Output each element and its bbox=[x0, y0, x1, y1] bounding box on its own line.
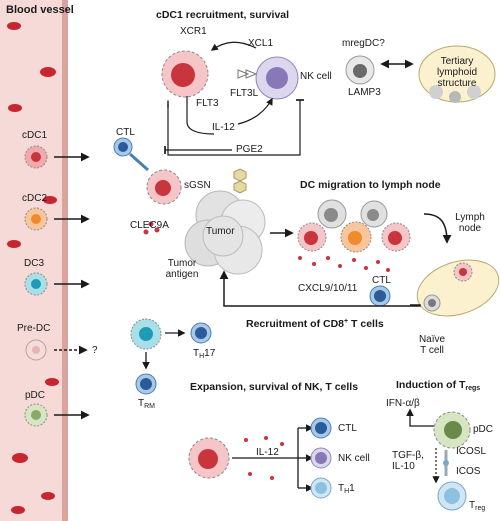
red-blood-cell bbox=[7, 22, 21, 30]
expansion-cdc1-cell bbox=[188, 437, 230, 479]
ifn-label: IFN-α/β bbox=[386, 398, 420, 409]
ctl-cell-bottom bbox=[369, 285, 391, 307]
trm-label: TRM bbox=[138, 398, 155, 410]
treg-cell bbox=[437, 481, 467, 511]
tumor-antigen-label: Tumor antigen bbox=[165, 258, 199, 280]
expansion-th1-label: TH1 bbox=[338, 483, 355, 495]
expansion-ctl-cell bbox=[310, 417, 332, 439]
vessel-pdc-cell bbox=[24, 403, 48, 427]
il12-dots bbox=[244, 436, 284, 480]
naive-t-cell-label: Naïve T cell bbox=[418, 334, 446, 356]
vessel-label-cdc2: cDC2 bbox=[22, 193, 48, 204]
ctl-label-top: CTL bbox=[116, 127, 135, 138]
cdc1-at-tumor bbox=[146, 169, 182, 205]
ctl-label-bottom: CTL bbox=[372, 275, 391, 286]
migration-cells bbox=[297, 199, 411, 253]
treg-title: Induction of Tregs bbox=[396, 379, 481, 393]
expansion-th1-cell bbox=[310, 477, 332, 499]
vessel-label-predc: Pre-DC bbox=[17, 323, 51, 334]
recruitment-cd8-label: Recruitment of CD8+ T cells bbox=[246, 318, 384, 330]
cxcl-label: CXCL9/10/11 bbox=[298, 283, 358, 294]
vessel-dc3-cell bbox=[24, 272, 48, 296]
lymph-node bbox=[416, 259, 500, 317]
chemokine-dots bbox=[298, 256, 390, 272]
flt3l-label: FLT3L bbox=[230, 88, 259, 99]
xcl1-label: XCL1 bbox=[248, 38, 274, 49]
flt3-label: FLT3 bbox=[196, 98, 219, 109]
icosl-label: ICOSL bbox=[456, 446, 487, 457]
lymph-node-label: Lymph node bbox=[455, 212, 485, 234]
red-blood-cell bbox=[11, 506, 25, 514]
trm-cell bbox=[135, 373, 157, 395]
mregdc-cell bbox=[345, 55, 375, 85]
il12-label-bottom: IL-12 bbox=[256, 447, 279, 458]
red-blood-cell bbox=[43, 196, 57, 204]
xcr1-label: XCR1 bbox=[180, 26, 207, 37]
lamp3-label: LAMP3 bbox=[348, 87, 381, 98]
cdc1-recruitment-panel bbox=[161, 41, 305, 156]
pdc-cell bbox=[433, 411, 471, 449]
treg-label: Treg bbox=[469, 500, 486, 512]
cdc1-cell bbox=[161, 50, 209, 98]
th17-cell bbox=[190, 322, 212, 344]
th17-label: TH17 bbox=[193, 348, 216, 360]
tumor-mass bbox=[184, 190, 266, 275]
red-blood-cell bbox=[12, 453, 28, 463]
hexagon-pge2 bbox=[233, 168, 247, 194]
sgsn-label: sGSN bbox=[184, 180, 211, 191]
tertiary-lymphoid-structure bbox=[418, 45, 496, 103]
nk-cell bbox=[255, 56, 299, 100]
clec9a-label: CLEC9A bbox=[130, 220, 169, 231]
red-blood-cell bbox=[8, 104, 22, 112]
vessel-label-pdc: pDC bbox=[25, 390, 46, 401]
pdc-label: pDC bbox=[473, 424, 494, 435]
tumor-label: Tumor bbox=[206, 226, 235, 237]
vessel-label-cdc1: cDC1 bbox=[22, 130, 48, 141]
red-blood-cell bbox=[41, 492, 55, 500]
nk-cell-label: NK cell bbox=[300, 71, 332, 82]
red-blood-cell bbox=[7, 240, 21, 248]
dc3-cell bbox=[130, 318, 162, 350]
migration-title: DC migration to lymph node bbox=[300, 179, 441, 191]
recruitment-title: cDC1 recruitment, survival bbox=[156, 9, 290, 21]
expansion-ctl-label: CTL bbox=[338, 423, 357, 434]
vessel-cdc2-cell bbox=[24, 207, 48, 231]
il12-label-top: IL-12 bbox=[212, 122, 235, 133]
red-blood-cell bbox=[40, 67, 56, 77]
mregdc-label: mregDC? bbox=[342, 38, 385, 49]
blood-vessel bbox=[0, 0, 68, 521]
vessel-predc-cell bbox=[25, 339, 47, 361]
vessel-title: Blood vessel bbox=[6, 4, 74, 16]
expansion-nk-label: NK cell bbox=[338, 453, 370, 464]
ctl-cell-top bbox=[113, 137, 149, 172]
expansion-title: Expansion, survival of NK, T cells bbox=[190, 381, 359, 393]
vessel-label-dc3: DC3 bbox=[24, 258, 45, 269]
vessel-cdc1-cell bbox=[24, 145, 48, 169]
expansion-nk-cell bbox=[310, 447, 332, 469]
red-blood-cell bbox=[45, 378, 59, 386]
tgf-label: TGF-β, IL-10 bbox=[392, 450, 424, 472]
predc-question-mark: ? bbox=[92, 345, 98, 356]
icos-label: ICOS bbox=[456, 466, 481, 477]
pge2-label: PGE2 bbox=[236, 144, 263, 155]
tls-label: Tertiary lymphoid structure bbox=[436, 56, 478, 89]
